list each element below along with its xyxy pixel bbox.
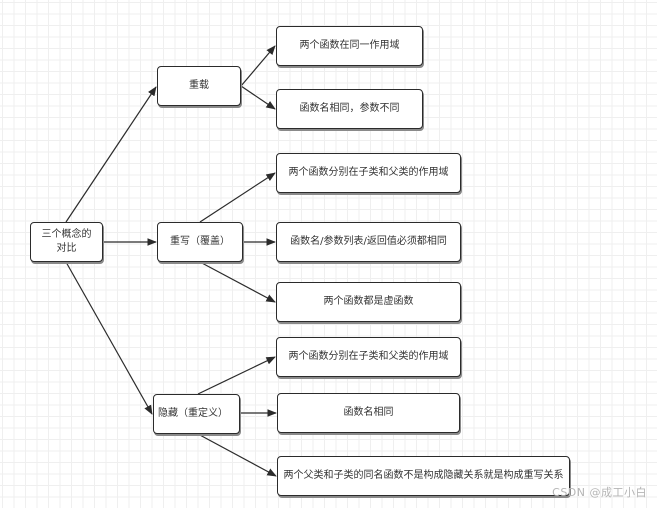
hide-child-node[interactable]: 两个函数分别在子类和父类的作用域: [276, 337, 461, 377]
watermark: CSDN @成工小白: [552, 486, 647, 499]
hide-node-label: 隐藏（重定义）: [158, 408, 228, 419]
edge-root-to-hide: [65, 261, 153, 415]
edge-override-to-child-3: [199, 261, 276, 303]
overload-child-node[interactable]: 函数名相同，参数不同: [276, 89, 423, 129]
overload-child-label: 两个函数在同一作用域: [299, 40, 400, 51]
override-child-label: 函数名/参数列表/返回值必须都相同: [290, 236, 447, 247]
override-node[interactable]: 重写（覆盖）: [157, 222, 243, 262]
root-node-label: 三个概念的 对比: [41, 229, 92, 254]
hide-child-label: 函数名相同: [343, 407, 394, 418]
edge-overload-to-child-1: [240, 45, 276, 87]
edge-root-to-overload: [65, 86, 157, 223]
override-child-node[interactable]: 函数名/参数列表/返回值必须都相同: [276, 222, 461, 262]
overload-child-label: 函数名相同，参数不同: [299, 103, 400, 114]
hide-child-label: 两个父类和子类的同名函数不是构成隐藏关系就是构成重写关系: [283, 470, 564, 481]
hide-child-label: 两个函数分别在子类和父类的作用域: [288, 351, 449, 362]
root-node[interactable]: 三个概念的 对比: [30, 222, 103, 262]
overload-node-label: 重载: [189, 80, 209, 91]
edge-hide-to-child-3: [197, 433, 277, 477]
hide-node[interactable]: 隐藏（重定义）: [153, 394, 240, 434]
hide-child-node[interactable]: 函数名相同: [277, 393, 460, 433]
override-child-label: 两个函数都是虚函数: [323, 296, 414, 307]
edge-overload-to-child-2: [240, 85, 276, 110]
override-child-node[interactable]: 两个函数都是虚函数: [276, 282, 461, 322]
edge-override-to-child-1: [199, 172, 276, 223]
overload-child-node[interactable]: 两个函数在同一作用域: [276, 26, 423, 66]
edge-hide-to-child-1: [197, 356, 276, 395]
override-node-label: 重写（覆盖）: [170, 236, 230, 247]
overload-node[interactable]: 重载: [157, 66, 241, 106]
hide-child-node[interactable]: 两个父类和子类的同名函数不是构成隐藏关系就是构成重写关系: [277, 456, 570, 496]
override-child-label: 两个函数分别在子类和父类的作用域: [288, 167, 449, 178]
override-child-node[interactable]: 两个函数分别在子类和父类的作用域: [276, 153, 461, 193]
